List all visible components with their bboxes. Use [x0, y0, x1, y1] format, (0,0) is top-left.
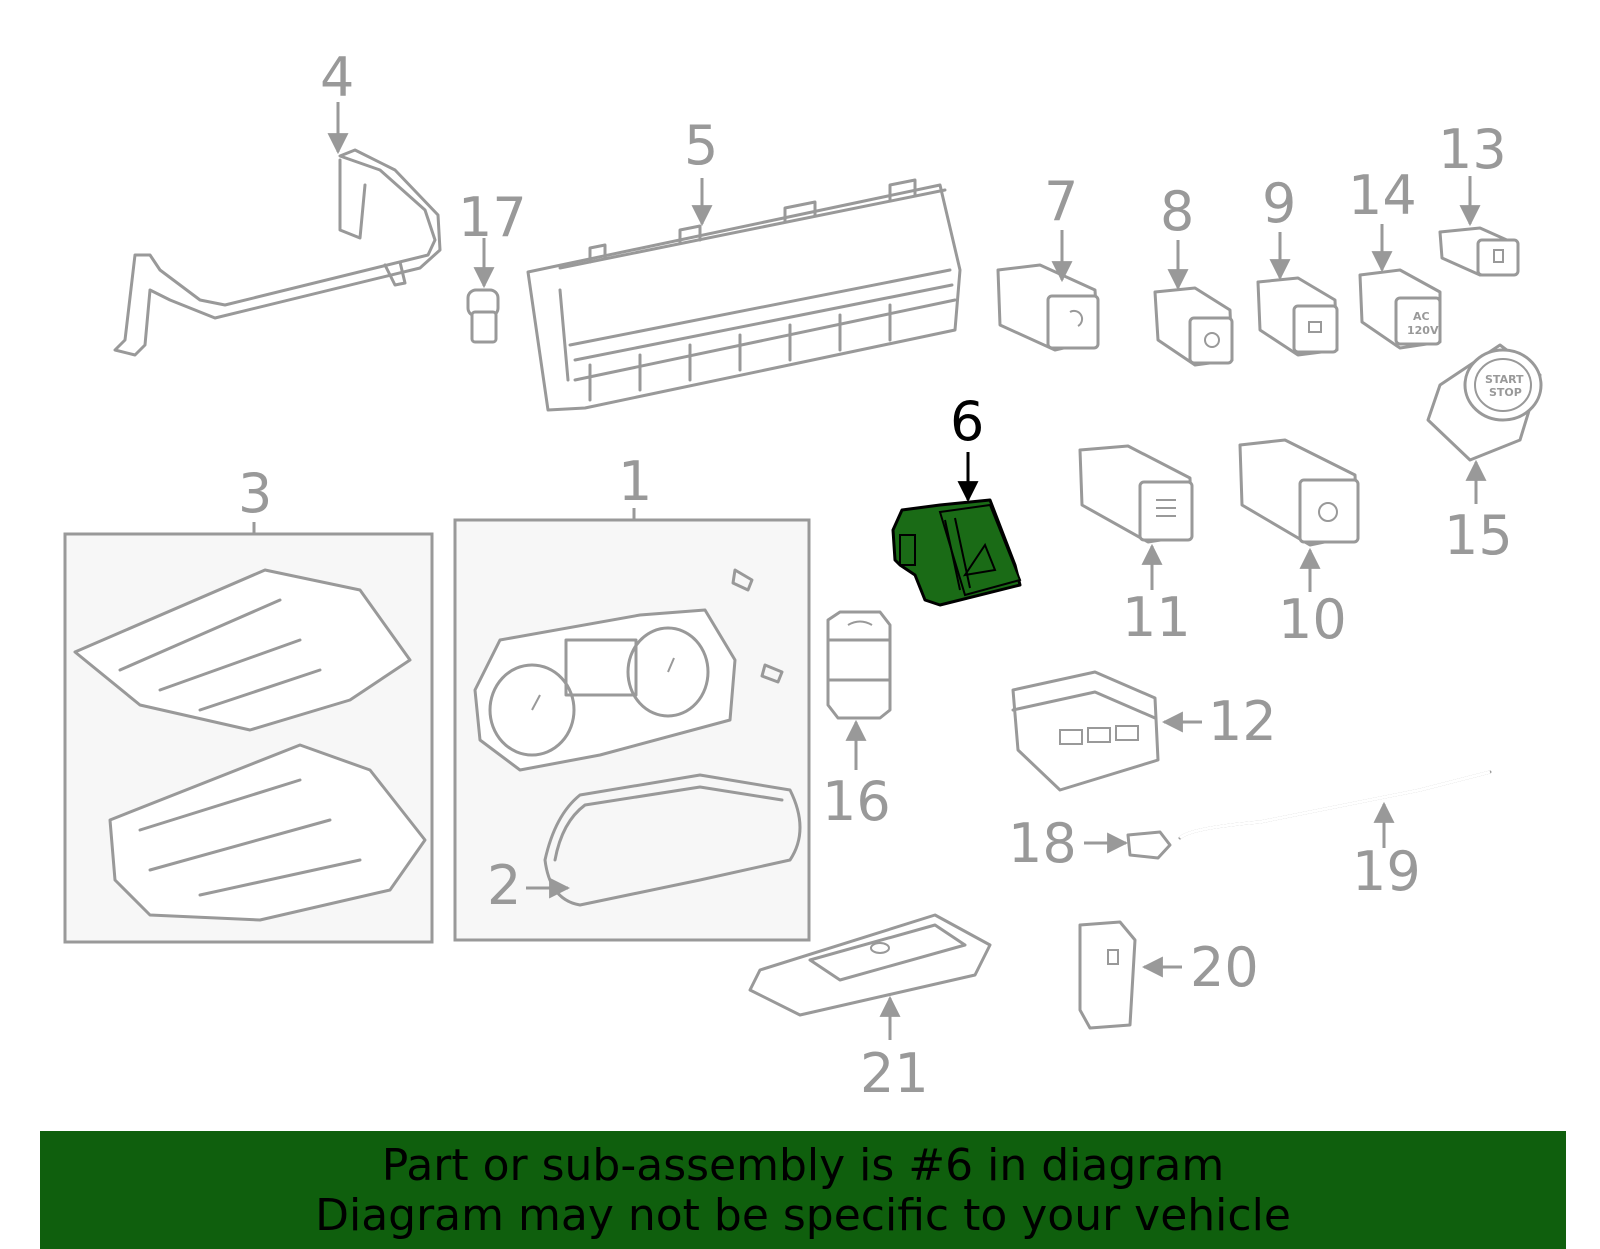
- stop-label: STOP: [1489, 386, 1522, 399]
- ac-label: AC: [1413, 310, 1430, 323]
- part-7-switch[interactable]: [996, 263, 1100, 352]
- part-13-switch[interactable]: [1438, 226, 1520, 277]
- callout-2: 2: [487, 854, 521, 917]
- part-10-switch[interactable]: [1238, 438, 1360, 547]
- callout-21: 21: [860, 1042, 929, 1105]
- info-banner: Part or sub-assembly is #6 in diagram Di…: [40, 1131, 1566, 1249]
- banner-line-1: Part or sub-assembly is #6 in diagram: [381, 1140, 1225, 1191]
- callout-13: 13: [1438, 118, 1507, 181]
- callout-3: 3: [238, 462, 272, 525]
- part-21-charger-tray[interactable]: [748, 913, 992, 1017]
- callout-8: 8: [1160, 180, 1194, 243]
- callout-12: 12: [1208, 690, 1277, 753]
- part-9-switch[interactable]: [1256, 276, 1339, 357]
- banner-line-2: Diagram may not be specific to your vehi…: [315, 1190, 1291, 1241]
- part-4-bracket[interactable]: [113, 148, 442, 357]
- part-16-switch[interactable]: [826, 610, 892, 720]
- part-17-clip[interactable]: [466, 288, 500, 344]
- part-6-hazard-switch[interactable]: [891, 498, 1022, 607]
- callout-9: 9: [1262, 172, 1296, 235]
- callout-6: 6: [950, 390, 984, 453]
- part-14-switch[interactable]: AC 120V: [1358, 268, 1442, 350]
- callout-20: 20: [1190, 936, 1259, 999]
- callout-10: 10: [1278, 588, 1347, 651]
- callout-17: 17: [458, 186, 527, 249]
- part-18-sensor[interactable]: [1126, 830, 1172, 860]
- callout-1: 1: [618, 450, 652, 513]
- callout-19: 19: [1352, 840, 1421, 903]
- callout-14: 14: [1348, 164, 1417, 227]
- part-1-instrument-cluster[interactable]: [473, 568, 784, 772]
- callout-11: 11: [1122, 586, 1191, 649]
- callout-4: 4: [320, 46, 354, 109]
- callout-16: 16: [822, 770, 891, 833]
- start-label: START: [1485, 373, 1524, 386]
- callout-5: 5: [684, 114, 718, 177]
- part-20-sensor[interactable]: [1078, 920, 1137, 1030]
- callout-18: 18: [1008, 812, 1077, 875]
- part-11-switch[interactable]: [1078, 444, 1194, 544]
- callout-7: 7: [1044, 170, 1078, 233]
- part-3-housing[interactable]: [73, 568, 427, 922]
- part-12-control-unit[interactable]: [1011, 670, 1160, 792]
- ac-voltage-label: 120V: [1407, 324, 1439, 337]
- part-15-start-stop-button[interactable]: START STOP: [1426, 343, 1543, 462]
- callout-15: 15: [1444, 504, 1513, 567]
- part-19-tube[interactable]: [1178, 770, 1492, 840]
- part-8-switch[interactable]: [1153, 286, 1234, 367]
- part-5-switch-panel[interactable]: [526, 178, 962, 412]
